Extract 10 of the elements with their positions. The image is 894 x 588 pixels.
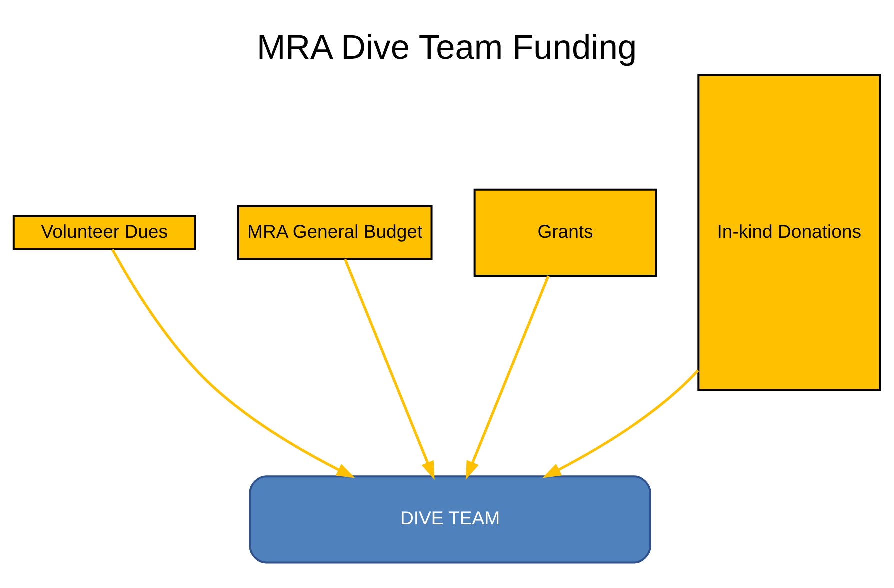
diagram-title: MRA Dive Team Funding: [256, 28, 638, 67]
arrow: [112, 248, 356, 478]
node-box: DIVE TEAM: [249, 475, 652, 564]
arrow: [542, 369, 700, 478]
arrow: [466, 275, 550, 480]
node-box: Volunteer Dues: [12, 214, 196, 250]
node-box: Grants: [474, 188, 658, 276]
node-box: MRA General Budget: [237, 204, 433, 260]
arrow: [344, 258, 435, 480]
node-box: In-kind Donations: [698, 74, 882, 392]
